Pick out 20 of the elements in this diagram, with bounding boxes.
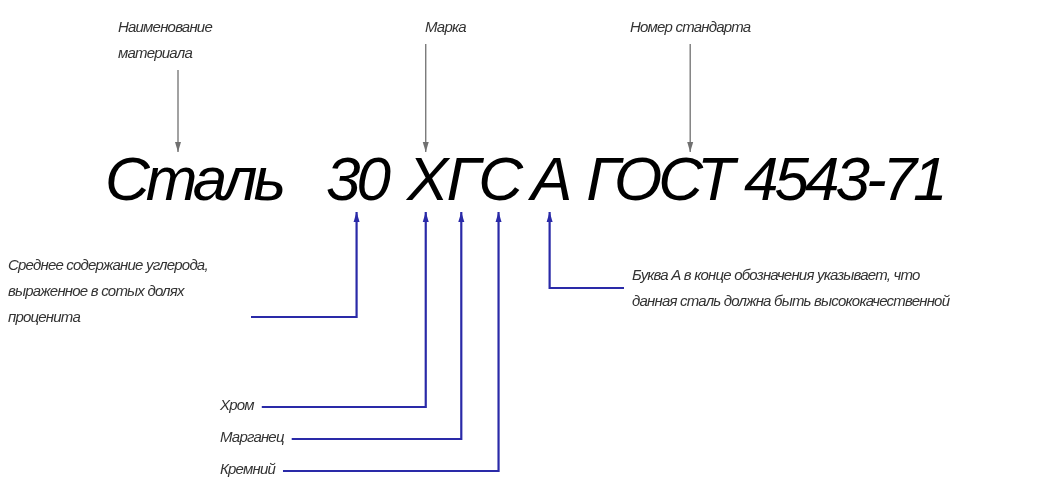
annotation-label: Буква А в конце обозначения указывает, что данная сталь должна быть высококачественной	[632, 262, 962, 314]
annotation-label: Марка	[425, 14, 466, 40]
leader-arrow	[251, 212, 360, 319]
leader-arrow	[422, 43, 429, 153]
designation-text: А	[530, 140, 569, 218]
annotation-label: Кремний	[220, 456, 275, 482]
annotation-label: Хром	[220, 392, 254, 418]
designation-text: Сталь	[105, 140, 283, 218]
leader-arrow	[261, 212, 429, 409]
leader-arrow	[283, 212, 502, 473]
annotation-label: Номер стандарта	[630, 14, 751, 40]
leader-arrow	[175, 69, 181, 153]
annotation-label: Марганец	[220, 424, 284, 450]
leader-arrow	[687, 43, 694, 153]
designation-text: 30	[326, 140, 388, 218]
annotation-label: Наименование материала	[118, 14, 238, 66]
leader-arrow	[291, 212, 465, 441]
annotation-label: Среднее содержание углерода, выраженное в сотых долях проценита	[8, 252, 243, 330]
leader-arrow	[546, 212, 624, 290]
designation-text: ГОСТ 4543-71	[586, 140, 944, 218]
